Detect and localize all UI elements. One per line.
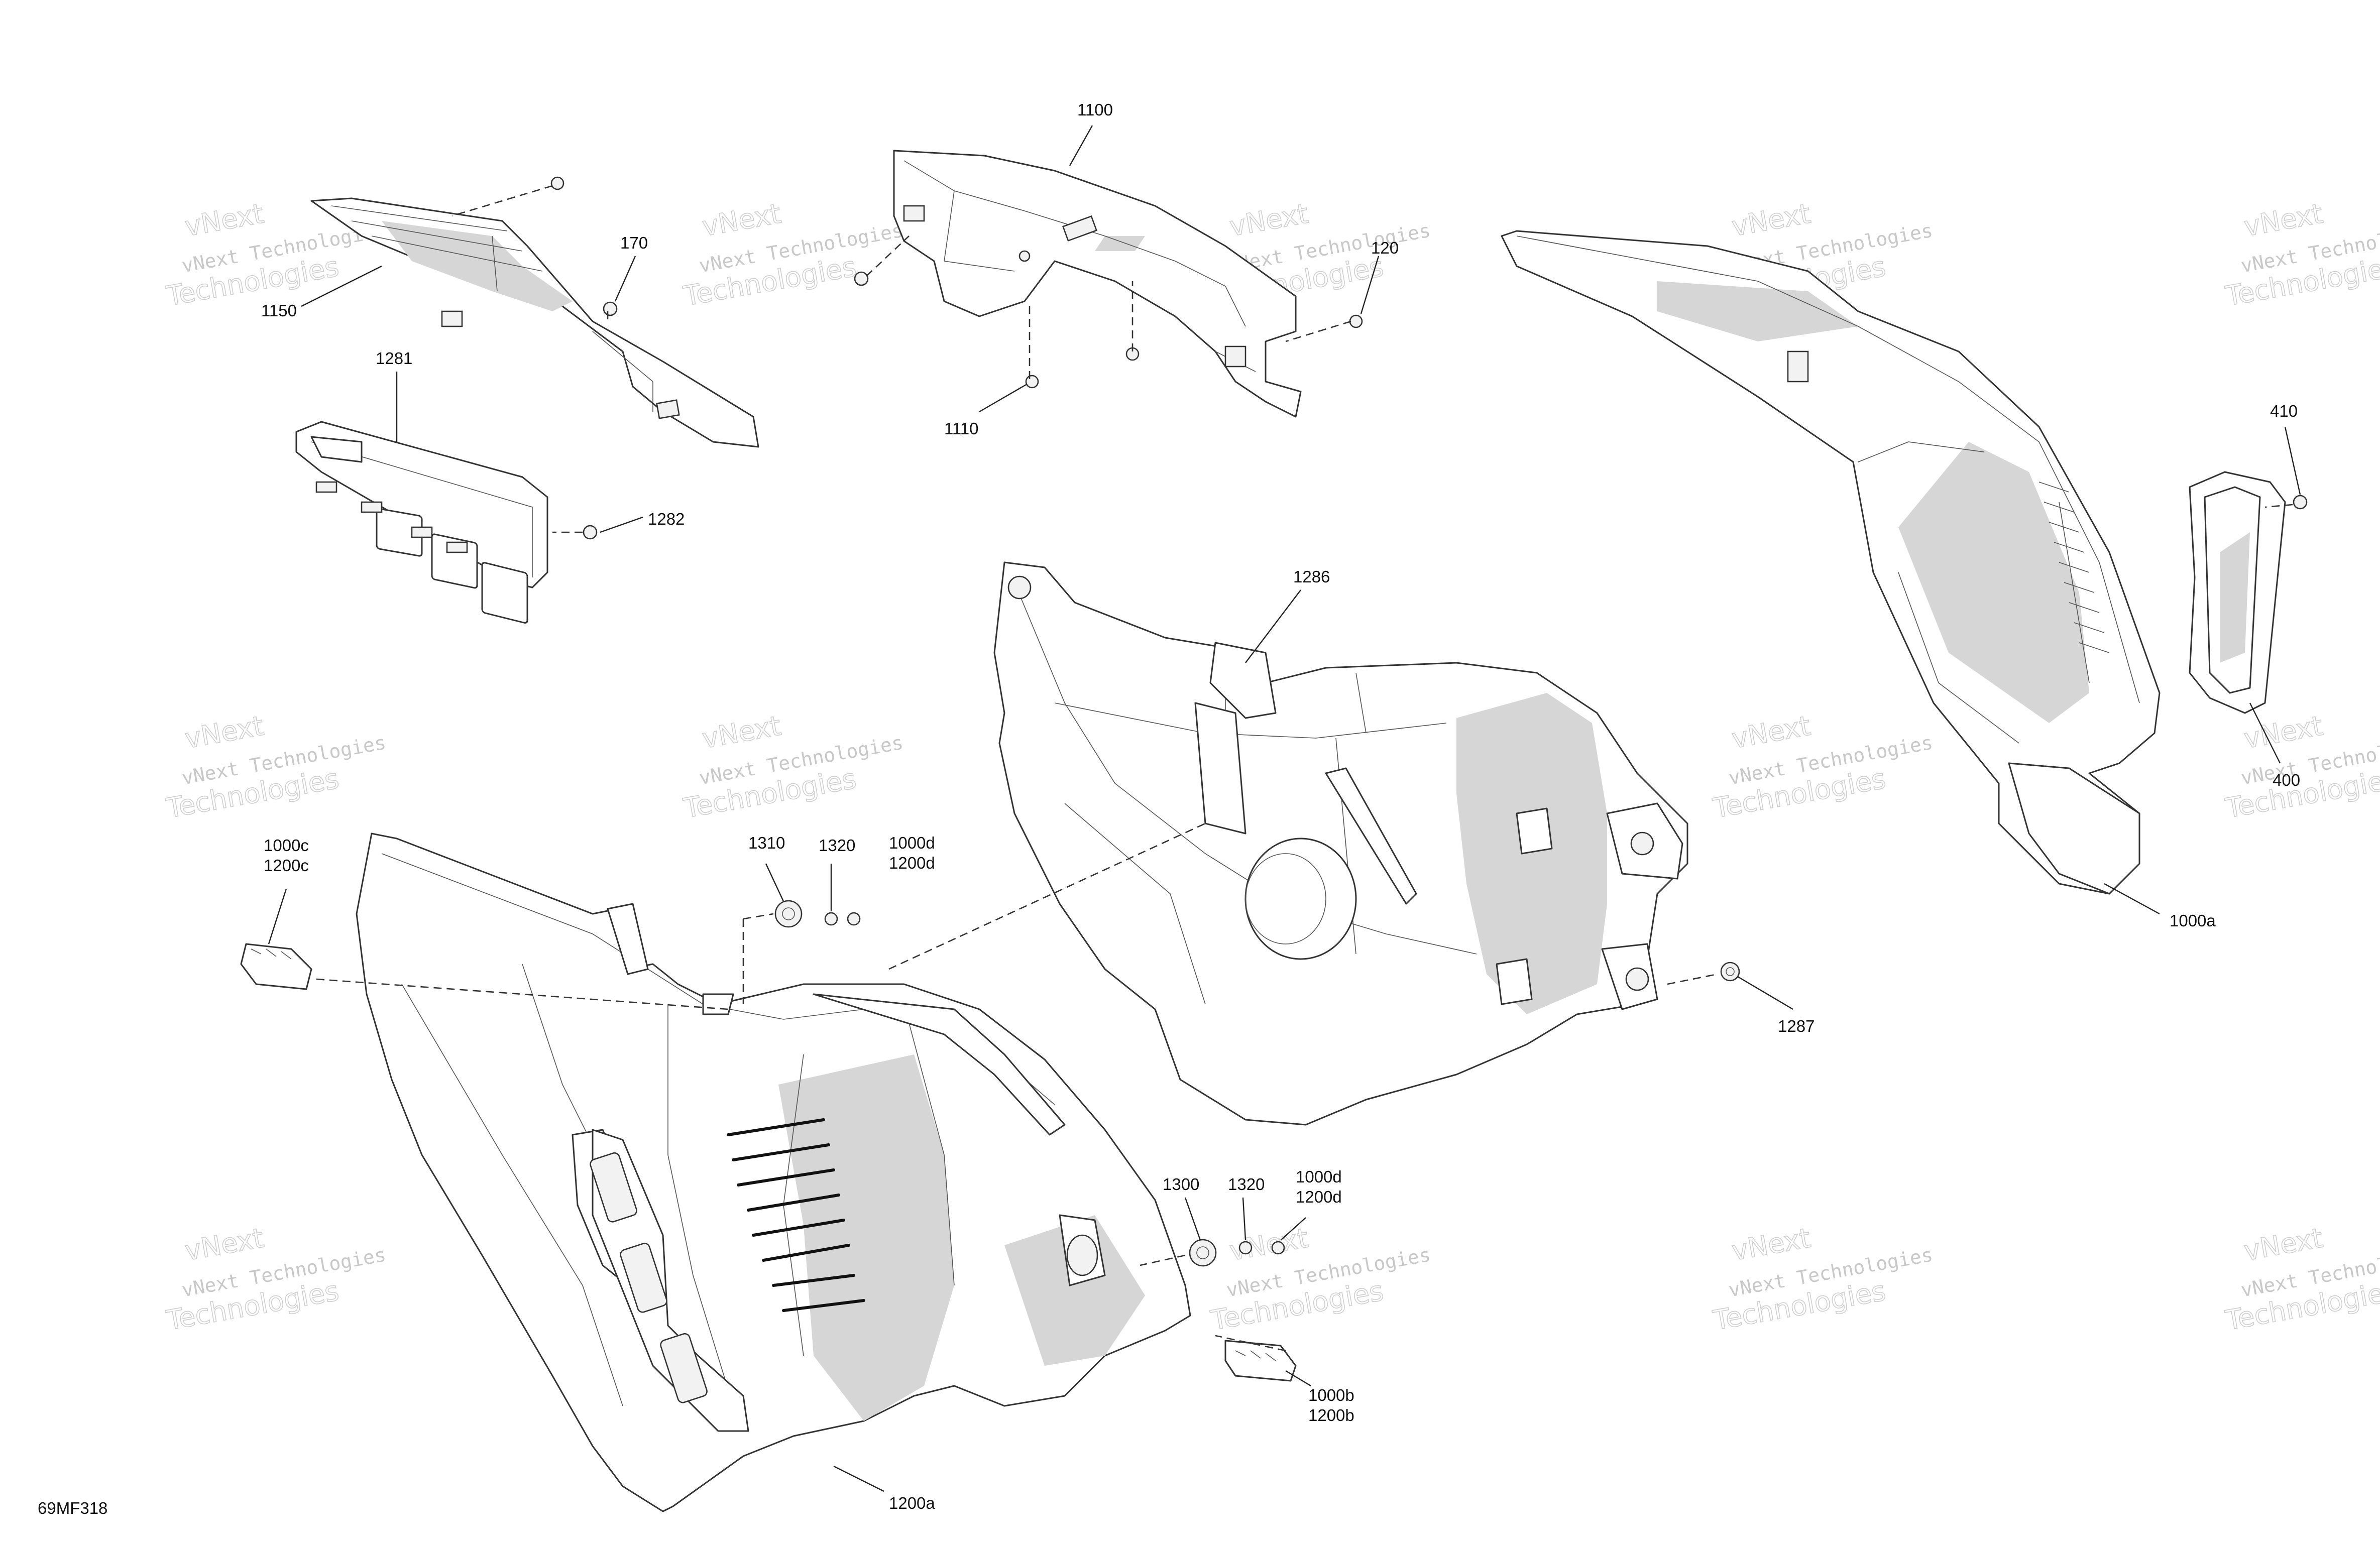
callout-1320-top[interactable]: 1320 <box>819 836 855 855</box>
watermark: vNext vNext Technologies Technologies <box>163 1222 388 1337</box>
watermark-vnext: vNext <box>1729 710 1812 755</box>
callout-1310[interactable]: 1310 <box>748 834 785 852</box>
watermark-vnext: vNext <box>2241 1222 2325 1267</box>
part-1000c-lamp[interactable] <box>240 943 312 990</box>
part-1150-bracket[interactable] <box>310 197 759 448</box>
part-1282-screw[interactable] <box>583 525 598 540</box>
watermark-vnext: vNext <box>2241 710 2325 755</box>
watermark: vNext vNext Technologies Technologies <box>681 709 905 825</box>
part-1100-nut[interactable] <box>854 271 869 286</box>
watermark: vNext vNext Technologies Technologies <box>163 197 388 313</box>
watermark-vnext: vNext <box>700 198 783 243</box>
part-170-screw[interactable] <box>603 301 618 316</box>
callout-1100[interactable]: 1100 <box>1077 100 1113 119</box>
part-1281-grille[interactable] <box>295 421 548 624</box>
callout-1000b[interactable]: 1000b <box>1308 1386 1354 1404</box>
part-410-screw[interactable] <box>2293 495 2308 510</box>
part-1320-top-washer[interactable] <box>824 912 838 926</box>
callout-1000d-bottom[interactable]: 1000d <box>1296 1167 1342 1186</box>
callout-1200a[interactable]: 1200a <box>889 1494 935 1512</box>
part-400-bezel[interactable] <box>2189 471 2286 714</box>
watermark-vnext: vNext <box>182 198 266 243</box>
watermark-vnext: vNext <box>1227 1222 1310 1267</box>
part-1000b-lamp[interactable] <box>1224 1340 1297 1382</box>
callout-1200d-top[interactable]: 1200d <box>889 854 935 872</box>
callout-400[interactable]: 400 <box>2273 771 2300 789</box>
diagram-id: 69MF318 <box>38 1499 107 1517</box>
watermark-vnext: vNext <box>182 710 266 755</box>
callout-1000c[interactable]: 1000c <box>264 836 309 855</box>
callout-1287[interactable]: 1287 <box>1778 1017 1815 1035</box>
callout-1282[interactable]: 1282 <box>648 510 685 528</box>
callout-1200c[interactable]: 1200c <box>264 856 309 875</box>
part-1100-bracket[interactable] <box>893 150 1302 418</box>
part-1310-grommet[interactable] <box>774 900 803 928</box>
watermark: vNext vNext Technologies Technologies <box>1710 709 1935 825</box>
callout-labels: 1100 170 1150 120 1110 1281 1282 1286 41… <box>38 100 2300 1517</box>
callout-170[interactable]: 170 <box>620 233 648 252</box>
part-1110-screw[interactable] <box>1025 347 1140 389</box>
part-120-screw[interactable] <box>1349 314 1363 328</box>
part-1000d-bottom-nut[interactable] <box>1271 1241 1285 1255</box>
callout-120[interactable]: 120 <box>1371 239 1399 257</box>
leader-lines <box>268 125 2301 1492</box>
part-1320-bottom-washer[interactable] <box>1238 1241 1253 1255</box>
callout-1281[interactable]: 1281 <box>376 349 412 368</box>
watermark-vnext: vNext <box>1227 198 1310 243</box>
watermark-vnext: vNext <box>700 710 783 755</box>
part-1000a-cover[interactable] <box>1501 230 2161 895</box>
callout-1200d-bottom[interactable]: 1200d <box>1296 1188 1342 1206</box>
part-1287-cap[interactable] <box>1720 962 1740 982</box>
assembly-lines <box>316 185 2293 1352</box>
watermark: vNext vNext Technologies Technologies <box>1208 1222 1432 1337</box>
callout-1320-bottom[interactable]: 1320 <box>1228 1175 1265 1194</box>
part-1150-screw[interactable] <box>550 176 564 190</box>
watermark: vNext vNext Technologies Technologies <box>681 197 905 313</box>
callout-1150[interactable]: 1150 <box>261 301 297 320</box>
watermark: vNext vNext Technologies Technologies <box>163 709 388 825</box>
watermark-vnext: vNext <box>182 1222 266 1267</box>
callout-1286[interactable]: 1286 <box>1293 567 1330 586</box>
watermark: vNext vNext Technologies Technologies <box>2222 1222 2380 1337</box>
part-1200a-side-panel[interactable] <box>356 833 1191 1512</box>
watermark-vnext: vNext <box>1729 1222 1812 1267</box>
part-1000d-top-nut[interactable] <box>847 912 861 926</box>
watermark-vnext: vNext <box>1729 198 1812 243</box>
callout-1110[interactable]: 1110 <box>944 419 979 438</box>
watermark: vNext vNext Technologies Technologies <box>2222 197 2380 313</box>
callout-1300[interactable]: 1300 <box>1163 1175 1199 1194</box>
part-1300-grommet[interactable] <box>1189 1239 1217 1267</box>
callout-1000d-top[interactable]: 1000d <box>889 834 935 852</box>
watermark: vNext vNext Technologies Technologies <box>1710 1222 1935 1337</box>
part-1286-inner-panel[interactable] <box>993 561 1688 1126</box>
callout-1000a[interactable]: 1000a <box>2170 911 2216 930</box>
callout-1200b[interactable]: 1200b <box>1308 1406 1354 1425</box>
callout-410[interactable]: 410 <box>2270 402 2298 420</box>
watermark-vnext: vNext <box>2241 198 2325 243</box>
